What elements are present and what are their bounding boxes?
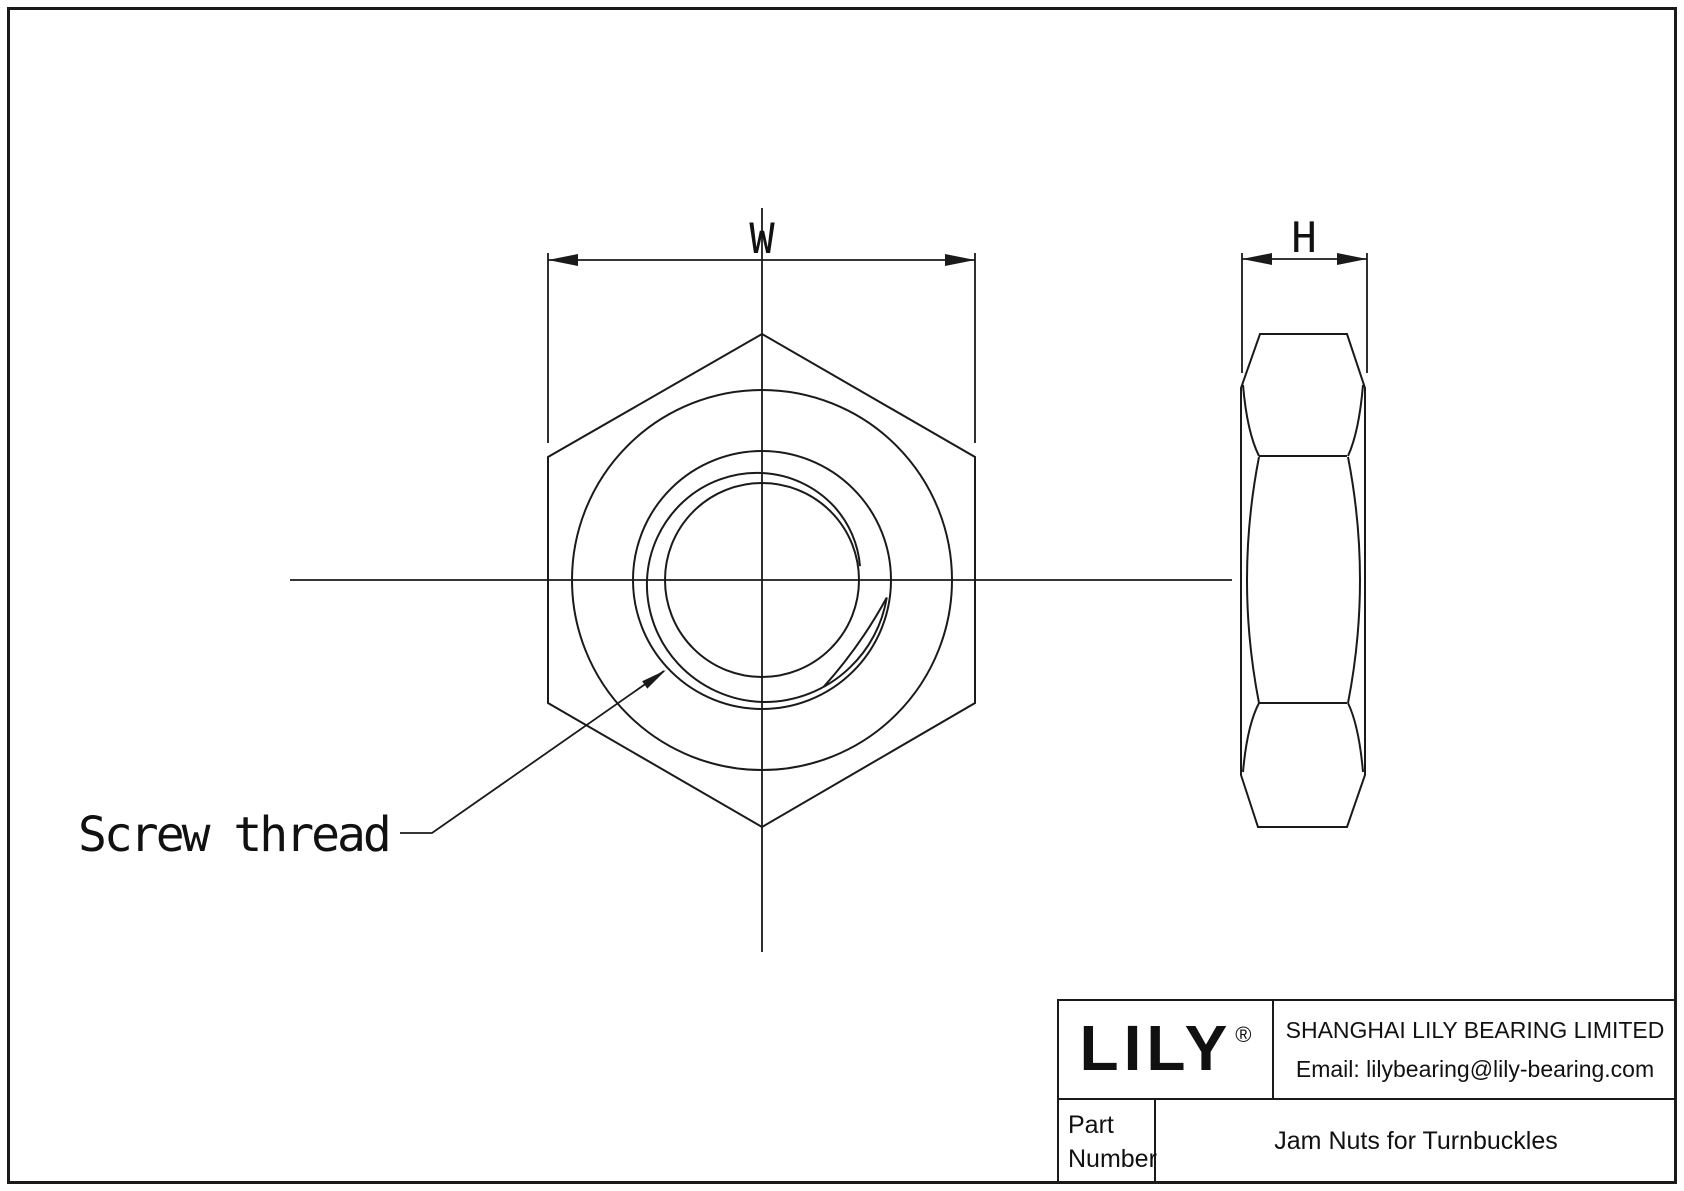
h-dimension-label: H: [1291, 213, 1316, 262]
company-email: Email: lilybearing@lily-bearing.com: [1295, 1055, 1655, 1082]
company-name: SHANGHAI LILY BEARING LIMITED: [1285, 1016, 1665, 1043]
side-view-face-arc-right: [1347, 456, 1361, 704]
w-arrowhead-left: [548, 254, 578, 266]
h-arrowhead-left: [1242, 253, 1272, 265]
lily-logo: LILY®: [1080, 1016, 1252, 1080]
chamfer-circle: [571, 389, 953, 771]
screw-thread-leader-arrowhead: [642, 670, 666, 689]
part-title: Jam Nuts for Turnbuckles: [1274, 1127, 1558, 1155]
screw-thread-leader-line: [400, 670, 665, 834]
w-arrowhead-right: [945, 254, 975, 266]
thread-runout-edge: [822, 597, 888, 688]
title-block-top-row: LILY® SHANGHAI LILY BEARING LIMITED Emai…: [1059, 1001, 1676, 1100]
part-label-line2: Number: [1068, 1144, 1157, 1173]
thread-major-circle: [632, 450, 892, 710]
logo-cell: LILY®: [1059, 1001, 1274, 1098]
w-dimension: W: [547, 214, 976, 443]
part-title-cell: Jam Nuts for Turnbuckles: [1156, 1100, 1676, 1183]
screw-thread-label: Screw thread: [78, 807, 389, 863]
h-arrowhead-right: [1337, 253, 1367, 265]
w-dimension-label: W: [749, 214, 775, 263]
front-view: [547, 332, 976, 829]
sheet-border: [7, 7, 1677, 1184]
screw-thread-callout: Screw thread: [78, 670, 666, 863]
side-view-face-arc-left: [1246, 456, 1260, 704]
side-view: [1240, 333, 1366, 828]
lily-logo-text: LILY: [1079, 1011, 1233, 1084]
part-label-line1: Part: [1068, 1110, 1114, 1139]
thread-minor-circle: [664, 482, 860, 678]
side-view-chamfer-arc-bottom-right: [1347, 702, 1364, 773]
title-block: LILY® SHANGHAI LILY BEARING LIMITED Emai…: [1057, 999, 1676, 1183]
thread-spiral: [645, 471, 888, 704]
hex-nut-outline: [547, 332, 976, 829]
company-cell: SHANGHAI LILY BEARING LIMITED Email: lil…: [1274, 1001, 1676, 1098]
side-view-chamfer-arc-top-left: [1242, 384, 1260, 457]
side-view-outline: [1240, 333, 1366, 828]
registered-trademark-mark: ®: [1235, 1021, 1252, 1047]
part-number-label-cell: Part Number: [1059, 1100, 1157, 1183]
side-view-chamfer-arc-bottom-left: [1242, 702, 1260, 773]
h-dimension: H: [1241, 213, 1368, 373]
side-view-chamfer-arc-top-right: [1347, 384, 1364, 457]
title-block-bottom-row: Part Number Jam Nuts for Turnbuckles: [1059, 1100, 1676, 1183]
